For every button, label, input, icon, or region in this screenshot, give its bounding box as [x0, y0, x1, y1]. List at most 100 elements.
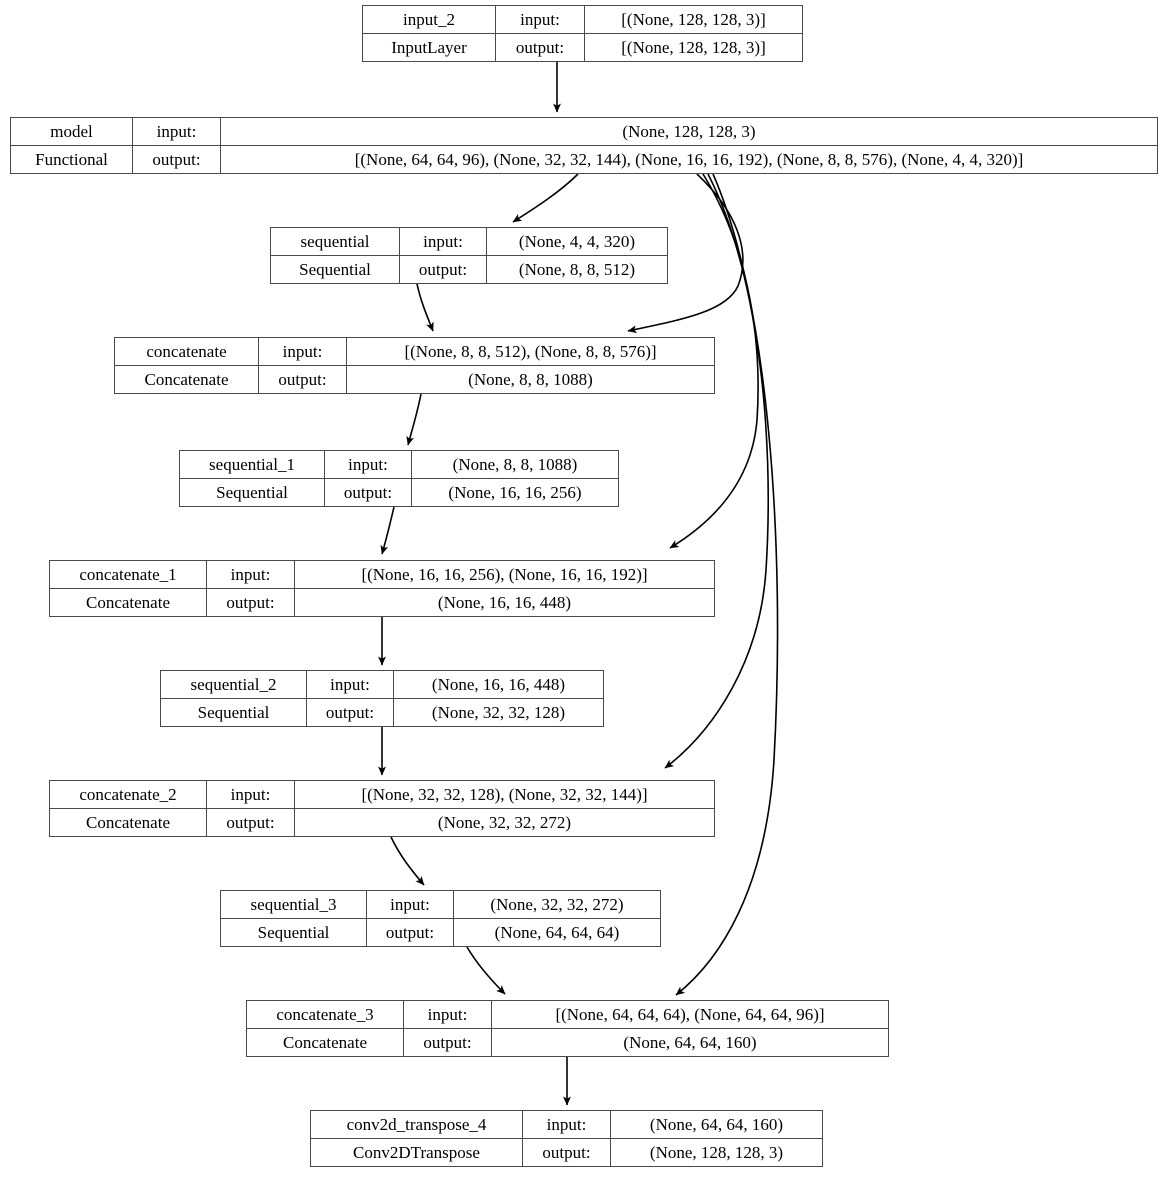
node-output-label: output:: [522, 1138, 611, 1167]
node-input-shape: (None, 128, 128, 3): [220, 117, 1158, 146]
node-title-concatenate: concatenate: [114, 337, 259, 366]
node-input-label: input:: [258, 337, 347, 366]
node-class-sequential_2: Sequential: [160, 698, 307, 727]
edge-model-sequential: [512, 173, 579, 223]
node-output-label: output:: [132, 145, 221, 174]
node-title-concatenate_3: concatenate_3: [246, 1000, 404, 1029]
node-row-output: Conv2DTranspose output: (None, 128, 128,…: [310, 1138, 823, 1167]
node-title-model: model: [10, 117, 133, 146]
node-input-shape: [(None, 128, 128, 3)]: [584, 5, 803, 34]
node-row-output: Sequential output: (None, 16, 16, 256): [179, 478, 619, 507]
node-concatenate_1[interactable]: concatenate_1 input: [(None, 16, 16, 256…: [49, 560, 715, 617]
node-output-shape: [(None, 64, 64, 96), (None, 32, 32, 144)…: [220, 145, 1158, 174]
node-output-label: output:: [366, 918, 454, 947]
node-input-shape: [(None, 32, 32, 128), (None, 32, 32, 144…: [294, 780, 715, 809]
node-row-output: InputLayer output: [(None, 128, 128, 3)]: [362, 33, 803, 62]
node-class-sequential_3: Sequential: [220, 918, 367, 947]
node-input-label: input:: [366, 890, 454, 919]
edge-sequential_3-concatenate_3: [466, 946, 506, 995]
node-title-concatenate_2: concatenate_2: [49, 780, 207, 809]
node-sequential[interactable]: sequential input: (None, 4, 4, 320) Sequ…: [270, 227, 668, 284]
node-input-label: input:: [399, 227, 487, 256]
node-class-sequential_1: Sequential: [179, 478, 325, 507]
node-conv2d_transpose_4[interactable]: conv2d_transpose_4 input: (None, 64, 64,…: [310, 1110, 823, 1167]
node-class-concatenate_2: Concatenate: [49, 808, 207, 837]
node-output-shape: [(None, 128, 128, 3)]: [584, 33, 803, 62]
node-output-shape: (None, 8, 8, 512): [486, 255, 668, 284]
node-sequential_1[interactable]: sequential_1 input: (None, 8, 8, 1088) S…: [179, 450, 619, 507]
node-input-shape: [(None, 16, 16, 256), (None, 16, 16, 192…: [294, 560, 715, 589]
node-row-output: Concatenate output: (None, 64, 64, 160): [246, 1028, 889, 1057]
node-row-input: model input: (None, 128, 128, 3): [10, 117, 1158, 146]
node-output-label: output:: [206, 588, 295, 617]
node-concatenate_2[interactable]: concatenate_2 input: [(None, 32, 32, 128…: [49, 780, 715, 837]
node-output-shape: (None, 64, 64, 160): [491, 1028, 889, 1057]
node-input-shape: [(None, 64, 64, 64), (None, 64, 64, 96)]: [491, 1000, 889, 1029]
node-output-shape: (None, 16, 16, 256): [411, 478, 619, 507]
edge-sequential-concatenate: [416, 283, 434, 332]
node-sequential_2[interactable]: sequential_2 input: (None, 16, 16, 448) …: [160, 670, 604, 727]
node-row-input: concatenate_1 input: [(None, 16, 16, 256…: [49, 560, 715, 589]
node-row-output: Sequential output: (None, 64, 64, 64): [220, 918, 661, 947]
node-class-concatenate_3: Concatenate: [246, 1028, 404, 1057]
node-input-shape: (None, 64, 64, 160): [610, 1110, 823, 1139]
node-input-label: input:: [206, 780, 295, 809]
node-class-concatenate_1: Concatenate: [49, 588, 207, 617]
node-row-output: Concatenate output: (None, 8, 8, 1088): [114, 365, 715, 394]
edge-concatenate_2-sequential_3: [390, 836, 425, 886]
node-row-input: sequential_3 input: (None, 32, 32, 272): [220, 890, 661, 919]
node-output-shape: (None, 16, 16, 448): [294, 588, 715, 617]
node-title-sequential_3: sequential_3: [220, 890, 367, 919]
node-output-shape: (None, 8, 8, 1088): [346, 365, 715, 394]
node-output-label: output:: [399, 255, 487, 284]
node-row-output: Functional output: [(None, 64, 64, 96), …: [10, 145, 1158, 174]
node-input-label: input:: [306, 670, 394, 699]
node-input-label: input:: [495, 5, 585, 34]
node-class-sequential: Sequential: [270, 255, 400, 284]
node-output-label: output:: [206, 808, 295, 837]
node-model[interactable]: model input: (None, 128, 128, 3) Functio…: [10, 117, 1158, 174]
node-row-input: input_2 input: [(None, 128, 128, 3)]: [362, 5, 803, 34]
node-row-input: sequential_1 input: (None, 8, 8, 1088): [179, 450, 619, 479]
node-row-input: sequential input: (None, 4, 4, 320): [270, 227, 668, 256]
node-input-shape: [(None, 8, 8, 512), (None, 8, 8, 576)]: [346, 337, 715, 366]
node-title-input_2: input_2: [362, 5, 496, 34]
node-output-label: output:: [258, 365, 347, 394]
node-output-label: output:: [324, 478, 412, 507]
node-row-output: Sequential output: (None, 8, 8, 512): [270, 255, 668, 284]
node-output-label: output:: [495, 33, 585, 62]
node-class-input_2: InputLayer: [362, 33, 496, 62]
node-class-conv2d_transpose_4: Conv2DTranspose: [310, 1138, 523, 1167]
node-title-sequential_2: sequential_2: [160, 670, 307, 699]
node-title-conv2d_transpose_4: conv2d_transpose_4: [310, 1110, 523, 1139]
node-sequential_3[interactable]: sequential_3 input: (None, 32, 32, 272) …: [220, 890, 661, 947]
node-input-label: input:: [403, 1000, 492, 1029]
node-input-shape: (None, 8, 8, 1088): [411, 450, 619, 479]
node-input-shape: (None, 4, 4, 320): [486, 227, 668, 256]
node-concatenate[interactable]: concatenate input: [(None, 8, 8, 512), (…: [114, 337, 715, 394]
node-output-label: output:: [306, 698, 394, 727]
node-output-shape: (None, 32, 32, 272): [294, 808, 715, 837]
node-input-label: input:: [324, 450, 412, 479]
node-output-shape: (None, 32, 32, 128): [393, 698, 604, 727]
node-output-shape: (None, 128, 128, 3): [610, 1138, 823, 1167]
node-concatenate_3[interactable]: concatenate_3 input: [(None, 64, 64, 64)…: [246, 1000, 889, 1057]
node-row-input: sequential_2 input: (None, 16, 16, 448): [160, 670, 604, 699]
node-title-concatenate_1: concatenate_1: [49, 560, 207, 589]
node-row-output: Concatenate output: (None, 16, 16, 448): [49, 588, 715, 617]
node-input-label: input:: [522, 1110, 611, 1139]
node-input_2[interactable]: input_2 input: [(None, 128, 128, 3)] Inp…: [362, 5, 803, 62]
node-row-input: concatenate_2 input: [(None, 32, 32, 128…: [49, 780, 715, 809]
node-class-model: Functional: [10, 145, 133, 174]
node-row-input: conv2d_transpose_4 input: (None, 64, 64,…: [310, 1110, 823, 1139]
edge-sequential_1-concatenate_1: [380, 506, 395, 555]
node-title-sequential_1: sequential_1: [179, 450, 325, 479]
node-class-concatenate: Concatenate: [114, 365, 259, 394]
node-row-output: Concatenate output: (None, 32, 32, 272): [49, 808, 715, 837]
edge-concatenate-sequential_1: [406, 393, 422, 446]
edge-model-concatenate_2: [664, 173, 769, 769]
node-input-shape: (None, 32, 32, 272): [453, 890, 661, 919]
node-row-input: concatenate input: [(None, 8, 8, 512), (…: [114, 337, 715, 366]
node-row-output: Sequential output: (None, 32, 32, 128): [160, 698, 604, 727]
